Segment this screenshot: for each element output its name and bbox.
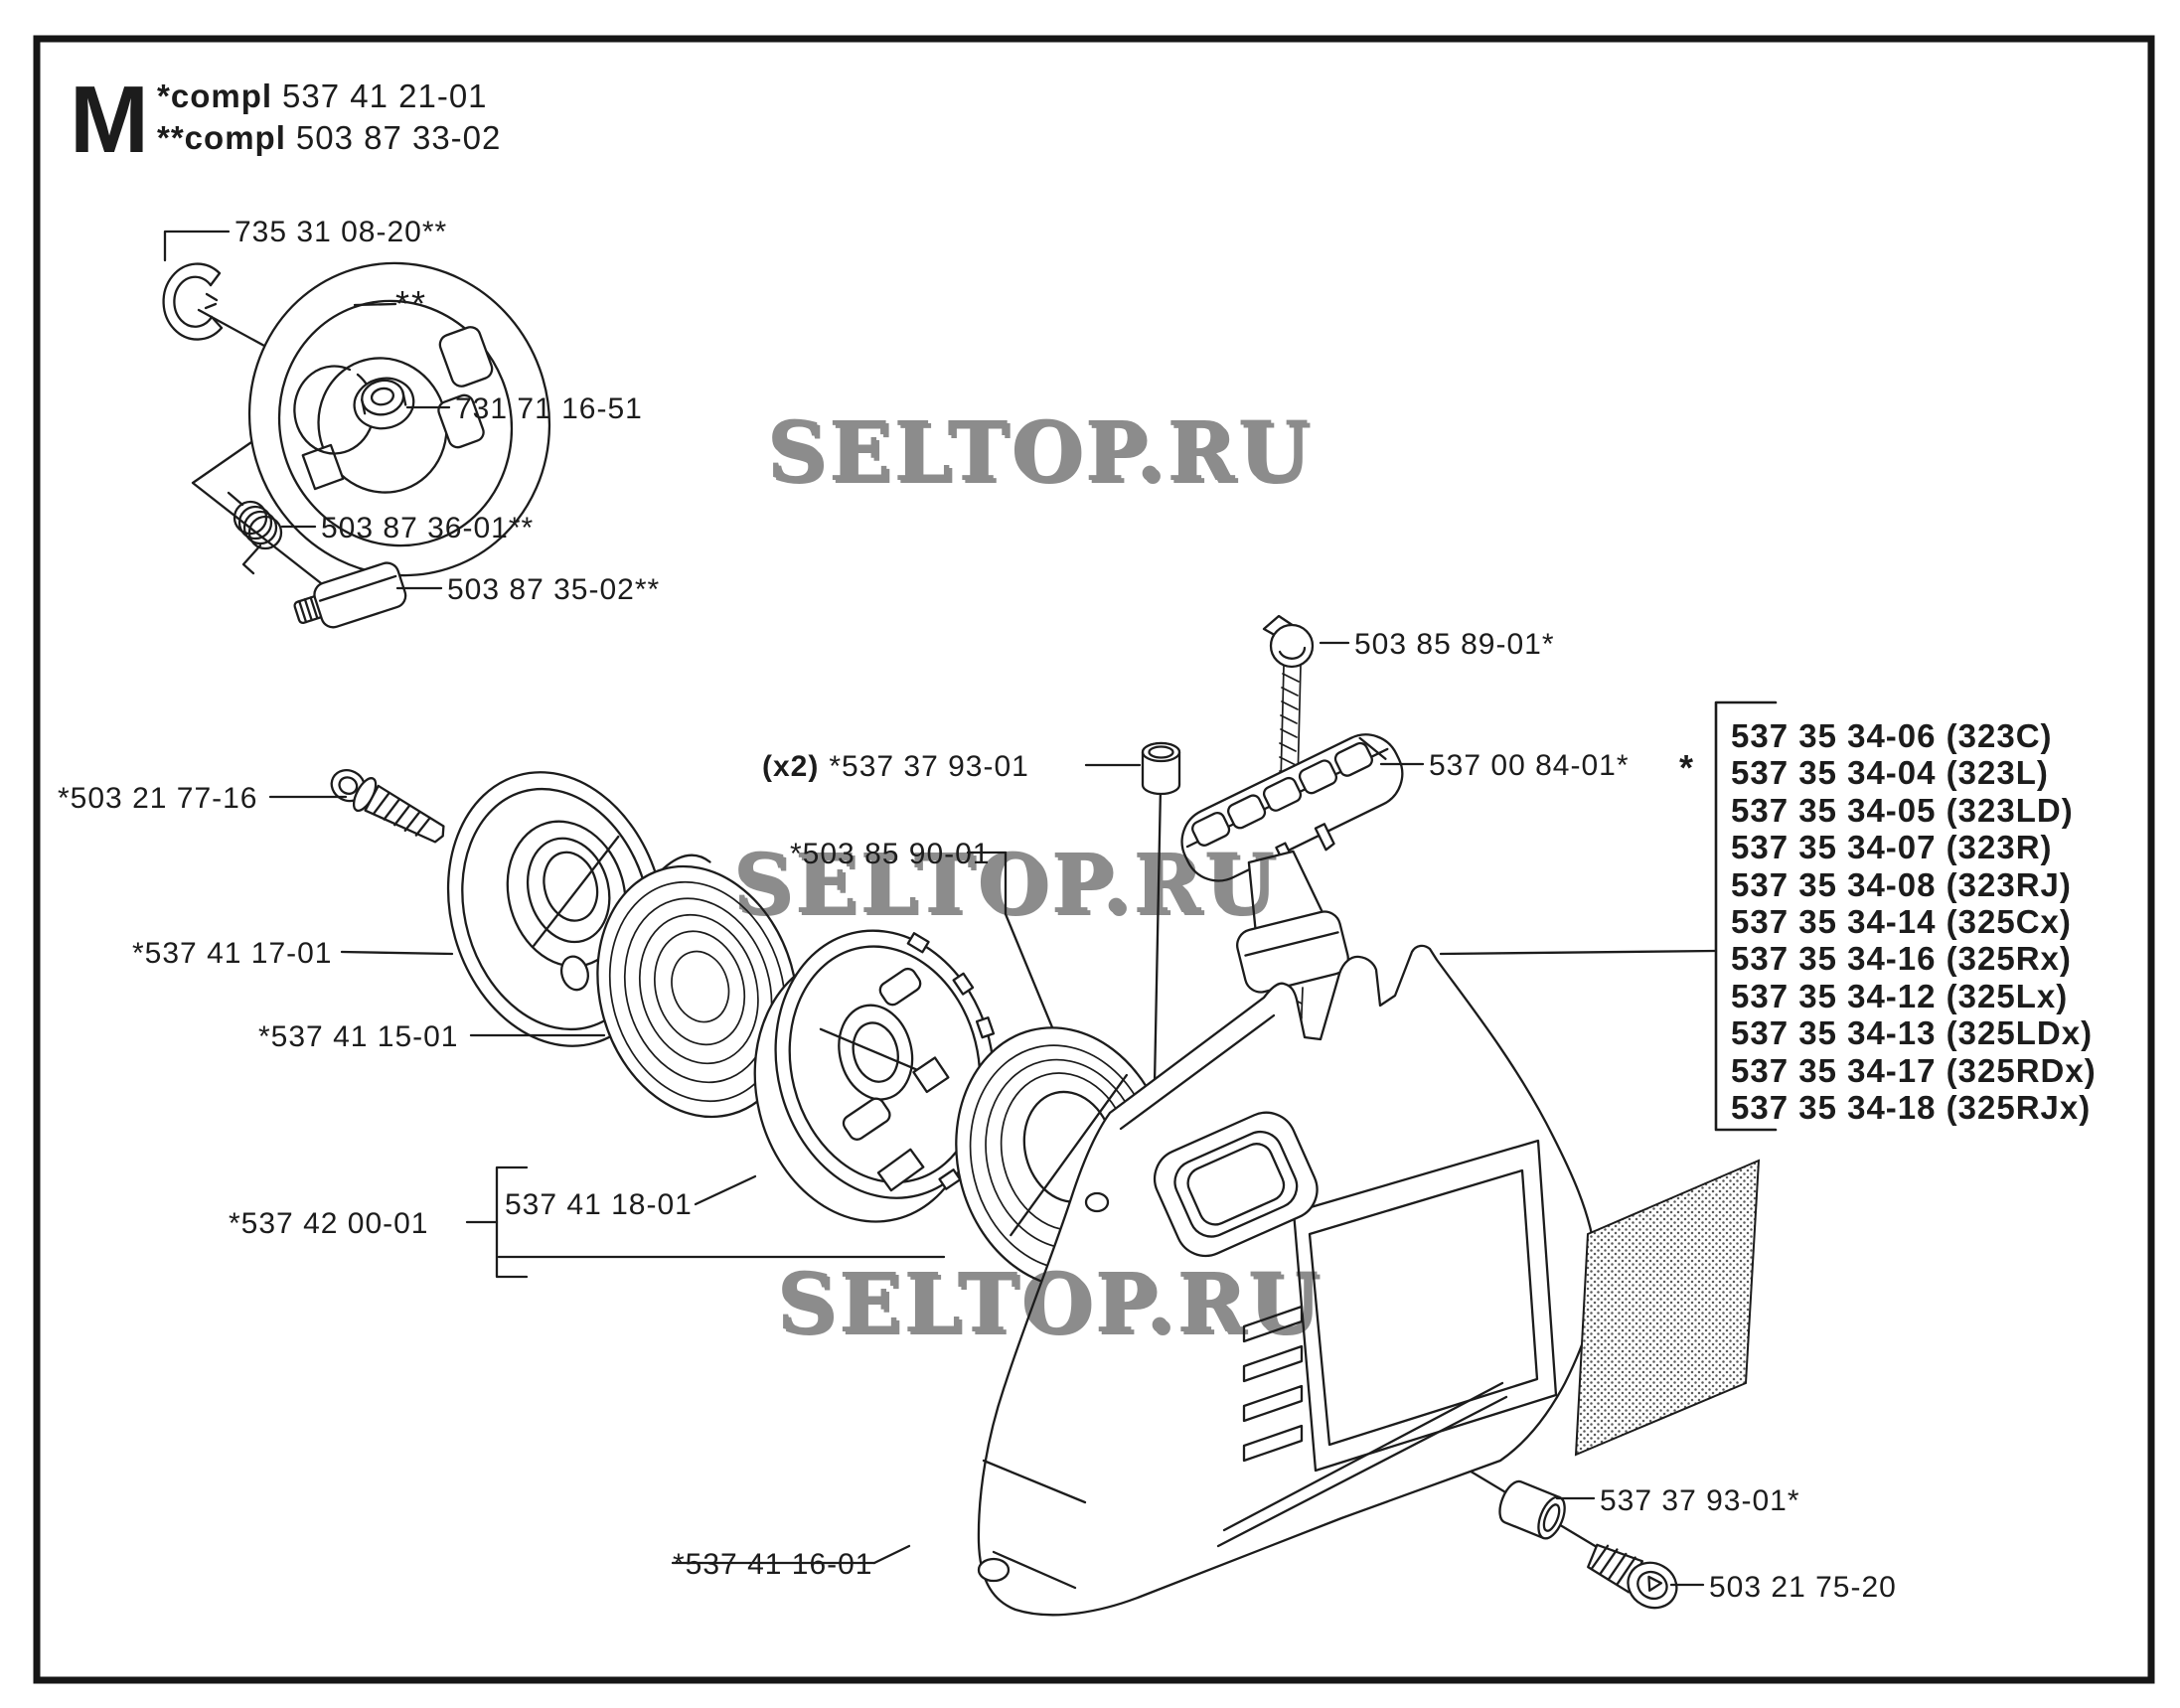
- label-starter-handle: 537 00 84-01*: [1429, 749, 1630, 782]
- label-starter-pulley: *537 41 17-01: [132, 937, 333, 970]
- rewind-spring-drawing: [596, 854, 799, 1119]
- retainer-clip-drawing: [162, 262, 224, 341]
- watermarks: SELTOP.RU SELTOP.RU SELTOP.RU SELTOP.RU …: [733, 404, 1324, 1354]
- model-part-item: 537 35 34-12 (325Lx): [1731, 978, 2068, 1014]
- label-rope-anchor: 503 85 89-01*: [1354, 628, 1555, 661]
- bushing-bottom-drawing: [1498, 1479, 1566, 1540]
- model-part-item: 537 35 34-18 (325RJx): [1731, 1089, 2091, 1126]
- label-spring-cassette: *537 42 00-01: [229, 1207, 429, 1240]
- label-pawl-spring: 503 87 36-01**: [321, 512, 534, 544]
- rope-pocket-drawing: [1153, 1111, 1319, 1258]
- handle-block-drawing: [1236, 850, 1349, 994]
- section-letter: M: [70, 67, 149, 173]
- ratchet-drum-drawing: [753, 929, 1001, 1223]
- label-housing-screw: 503 21 75-20: [1709, 1571, 1897, 1604]
- watermark-text: SELTOP.RU: [733, 837, 1278, 932]
- label-flange-nut: 731 71 16-51: [455, 392, 643, 425]
- model-part-item: 537 35 34-05 (323LD): [1731, 792, 2074, 829]
- watermark-text: SELTOP.RU: [780, 1259, 1324, 1354]
- model-part-item: 537 35 34-17 (325RDx): [1731, 1052, 2097, 1089]
- label-bushing-x2: (x2)*537 37 93-01: [762, 750, 1029, 783]
- label-starter-pawl: 503 87 35-02**: [447, 573, 660, 606]
- page-border: [33, 35, 2155, 1684]
- label-pulley-complete: 537 41 18-01: [505, 1188, 693, 1221]
- watermark-text: SELTOP.RU: [767, 404, 1312, 500]
- label-retainer-clip: 735 31 08-20**: [234, 216, 447, 248]
- model-part-item: 537 35 34-13 (325LDx): [1731, 1014, 2093, 1051]
- air-filter-pad-drawing: [1574, 1159, 1761, 1457]
- pulley-screw-drawing: [330, 768, 445, 844]
- model-part-item: 537 35 34-06 (323C): [1731, 717, 2053, 754]
- model-part-item: 537 35 34-14 (325Cx): [1731, 903, 2072, 940]
- label-starter-housing: *537 41 16-01: [673, 1548, 873, 1581]
- label-models-ref: *: [1679, 747, 1695, 788]
- model-part-list: 537 35 34-06 (323C) 537 35 34-04 (323L) …: [1731, 717, 2097, 1126]
- label-cover-ref: **: [395, 283, 427, 324]
- label-rewind-spring: *537 41 15-01: [258, 1020, 459, 1053]
- starter-pawl-drawing: [293, 561, 407, 629]
- label-pulley-screw: *503 21 77-16: [58, 782, 258, 815]
- rope-anchor-knob-drawing: [1262, 614, 1315, 669]
- pawl-spring-drawing: [227, 491, 283, 575]
- leader-lines: [163, 230, 1718, 1587]
- model-part-item: 537 35 34-07 (323R): [1731, 829, 2053, 865]
- model-part-item: 537 35 34-04 (323L): [1731, 754, 2049, 791]
- flange-nut-drawing: [353, 377, 415, 430]
- housing-screw-drawing: [1587, 1543, 1678, 1610]
- model-part-item: 537 35 34-08 (323RJ): [1731, 866, 2072, 903]
- model-part-item: 537 35 34-16 (325Rx): [1731, 940, 2072, 977]
- watermark-text: SELTOP.RU: [736, 840, 1281, 935]
- label-bushing-single: 537 37 93-01*: [1600, 1484, 1800, 1517]
- label-starter-rope: *503 85 90-01: [790, 838, 991, 870]
- cassette-bracket: [495, 1165, 529, 1279]
- bushing-top-drawing: [1141, 741, 1181, 796]
- watermark-text: SELTOP.RU: [770, 407, 1315, 503]
- models-bracket: [1714, 700, 1778, 1132]
- watermark-text: SELTOP.RU: [777, 1256, 1322, 1351]
